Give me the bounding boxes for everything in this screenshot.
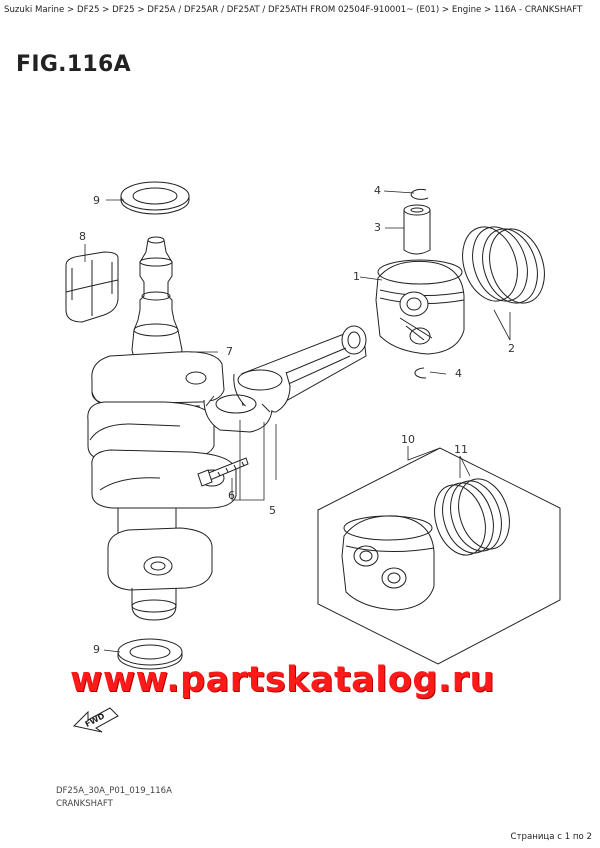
callout-4-top: 4	[374, 184, 381, 197]
piston[interactable]	[375, 259, 465, 355]
callout-7: 7	[226, 345, 233, 358]
callout-3: 3	[374, 221, 381, 234]
callout-9-top: 9	[93, 194, 100, 207]
oil-seal-bottom[interactable]	[117, 638, 183, 670]
circlip-top[interactable]	[410, 188, 429, 200]
circlip-bottom[interactable]	[414, 367, 427, 379]
callout-8: 8	[79, 230, 86, 243]
conrod-bolt[interactable]	[197, 457, 249, 487]
drawing-caption: CRANKSHAFT	[56, 799, 113, 809]
fwd-arrow-icon	[72, 707, 119, 733]
callout-9-bottom: 9	[93, 643, 100, 656]
callout-11: 11	[454, 443, 468, 456]
piston-set-rings[interactable]	[426, 472, 518, 561]
bearing-half[interactable]	[65, 251, 119, 323]
breadcrumb: Suzuki Marine > DF25 > DF25 > DF25A / DF…	[4, 5, 583, 15]
oil-seal-top[interactable]	[120, 181, 190, 215]
watermark-link[interactable]: www.partskatalog.ru	[70, 660, 495, 700]
piston-set-piston[interactable]	[341, 515, 435, 611]
figure-title: FIG.116A	[16, 52, 131, 77]
leader-lines	[84, 190, 511, 653]
drawing-code: DF25A_30A_P01_019_116A	[56, 786, 172, 796]
callout-10: 10	[401, 433, 415, 446]
callout-2: 2	[508, 342, 515, 355]
piston-pin[interactable]	[403, 204, 431, 255]
page-indicator: Страница с 1 по 2	[510, 832, 592, 842]
piston-rings[interactable]	[454, 220, 554, 310]
connecting-rod[interactable]	[203, 325, 367, 433]
callout-4-bottom: 4	[455, 367, 462, 380]
crankshaft[interactable]	[87, 236, 237, 621]
callout-6: 6	[228, 489, 235, 502]
callout-1: 1	[353, 270, 360, 283]
callout-5: 5	[269, 504, 276, 517]
